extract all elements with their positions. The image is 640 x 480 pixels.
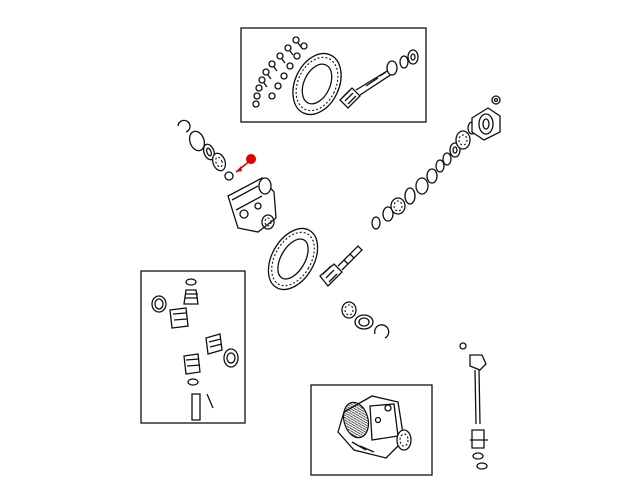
inset-frame xyxy=(140,270,246,424)
inset-carrier-assembly xyxy=(310,384,433,476)
main-pinion xyxy=(319,245,363,287)
inset-frame xyxy=(240,27,427,123)
cross-shaft xyxy=(191,393,201,421)
thrust-washer-right xyxy=(223,348,239,368)
pinion-bearing-stack xyxy=(386,49,419,76)
inset-spider-gears xyxy=(140,270,246,424)
pinion-bearing xyxy=(341,301,357,319)
pinion-gear xyxy=(339,67,396,109)
snap-ring xyxy=(177,119,191,133)
roll-pin xyxy=(206,393,214,409)
pinion-mate-right xyxy=(205,333,223,355)
shaft-head xyxy=(469,354,487,371)
shaft-cap xyxy=(459,342,467,350)
washer xyxy=(472,452,484,460)
side-gear-bottom xyxy=(183,353,201,375)
upper-right-shim-chain xyxy=(371,121,477,230)
thrust-washer-left xyxy=(151,295,167,313)
bearing-cone xyxy=(202,143,216,161)
o-ring xyxy=(476,462,488,470)
right-shaft-assembly xyxy=(459,342,488,470)
bearing-cup xyxy=(188,130,206,152)
seal-ring xyxy=(374,324,390,339)
bearing-cup-lower xyxy=(354,314,374,330)
companion-flange xyxy=(471,95,501,141)
bearing-roller xyxy=(211,152,227,172)
inset-frame xyxy=(310,384,433,476)
output-gear xyxy=(396,429,412,451)
thrust-washer-bottom xyxy=(187,378,199,386)
red-marker-dot-icon[interactable] xyxy=(246,154,256,164)
callout-marker xyxy=(235,154,256,173)
shim xyxy=(224,171,234,181)
ring-gear-bolts xyxy=(252,36,308,108)
ring-gear xyxy=(292,52,342,116)
lower-bearing-stack xyxy=(341,301,390,339)
main-ring-gear xyxy=(267,227,319,291)
shaft-fitting xyxy=(471,429,485,449)
left-bearing-stack xyxy=(177,119,234,181)
inset-ring-pinion-set xyxy=(240,27,427,123)
flange-nut xyxy=(491,95,501,105)
differential-case xyxy=(227,177,277,233)
pinion-mate-left xyxy=(169,307,189,329)
side-gear-top xyxy=(183,289,199,305)
thrust-washer-top xyxy=(185,278,197,286)
long-shaft xyxy=(474,369,477,425)
